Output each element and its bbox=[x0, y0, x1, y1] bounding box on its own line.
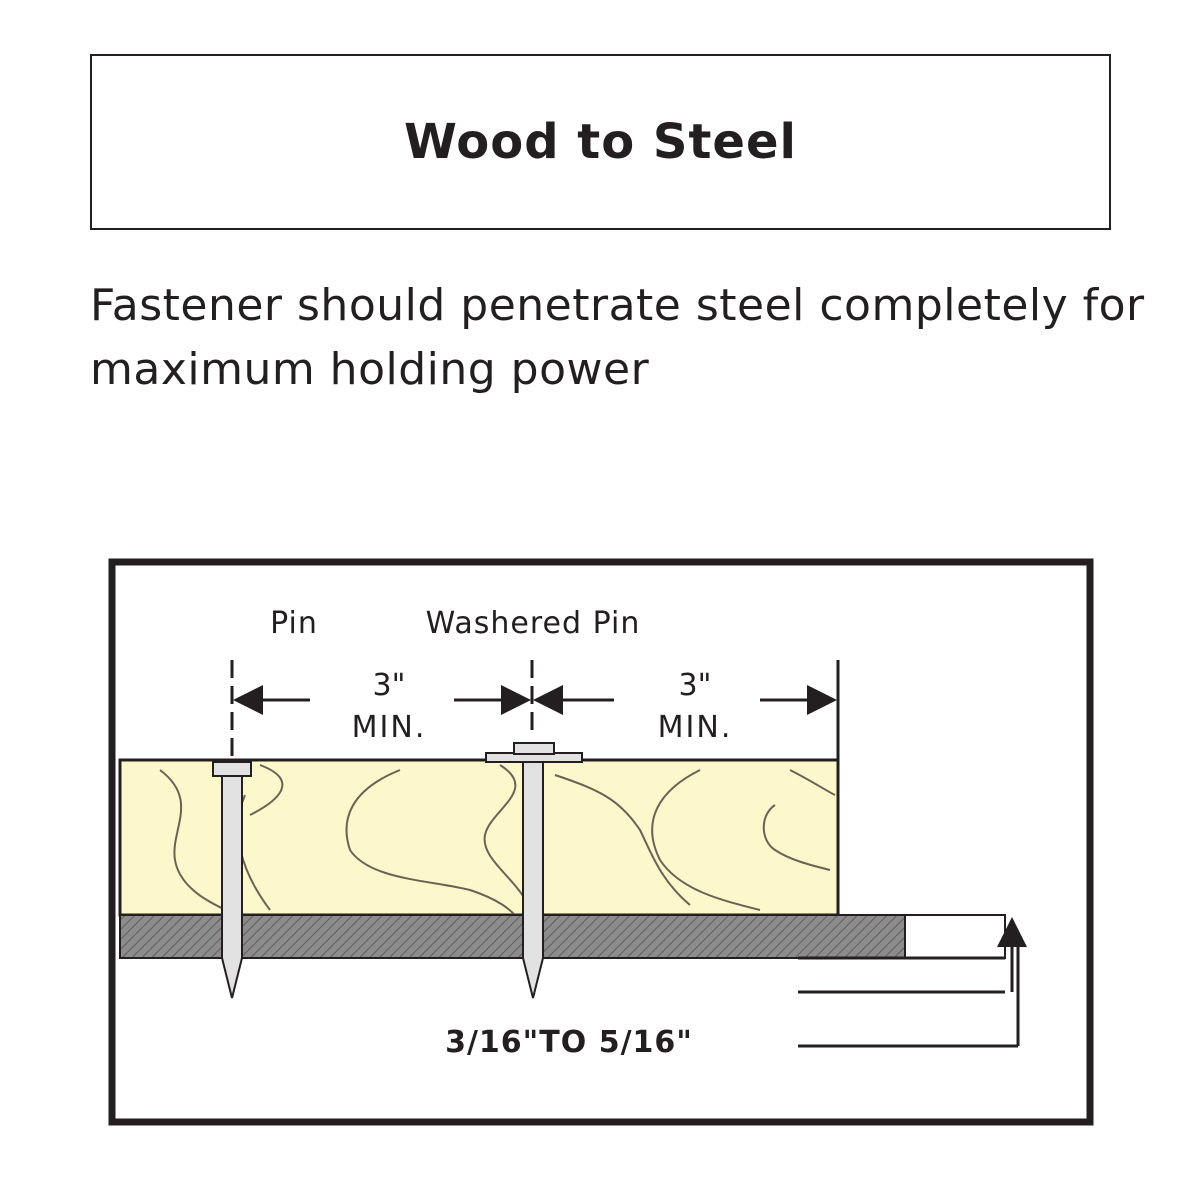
thickness-dimension bbox=[798, 917, 1027, 1048]
instruction-text: Fastener should penetrate steel complete… bbox=[90, 280, 1145, 395]
page-title: Wood to Steel bbox=[404, 114, 797, 170]
pin-fastener bbox=[212, 761, 252, 999]
steel-plate bbox=[119, 914, 1006, 959]
title-box: Wood to Steel bbox=[90, 54, 1111, 230]
washered-pin-label: Washered Pin bbox=[426, 606, 641, 641]
washered-pin-fastener bbox=[485, 742, 583, 999]
diagram-frame bbox=[108, 558, 1094, 1126]
pin-label: Pin bbox=[270, 606, 318, 641]
spacing-left-value: 3" bbox=[373, 668, 406, 703]
spacing-right-value: 3" bbox=[679, 668, 712, 703]
steel-thickness-label: 3/16"TO 5/16" bbox=[445, 1025, 693, 1060]
spacing-left-min: MIN. bbox=[352, 710, 427, 745]
spacing-right-min: MIN. bbox=[658, 710, 733, 745]
